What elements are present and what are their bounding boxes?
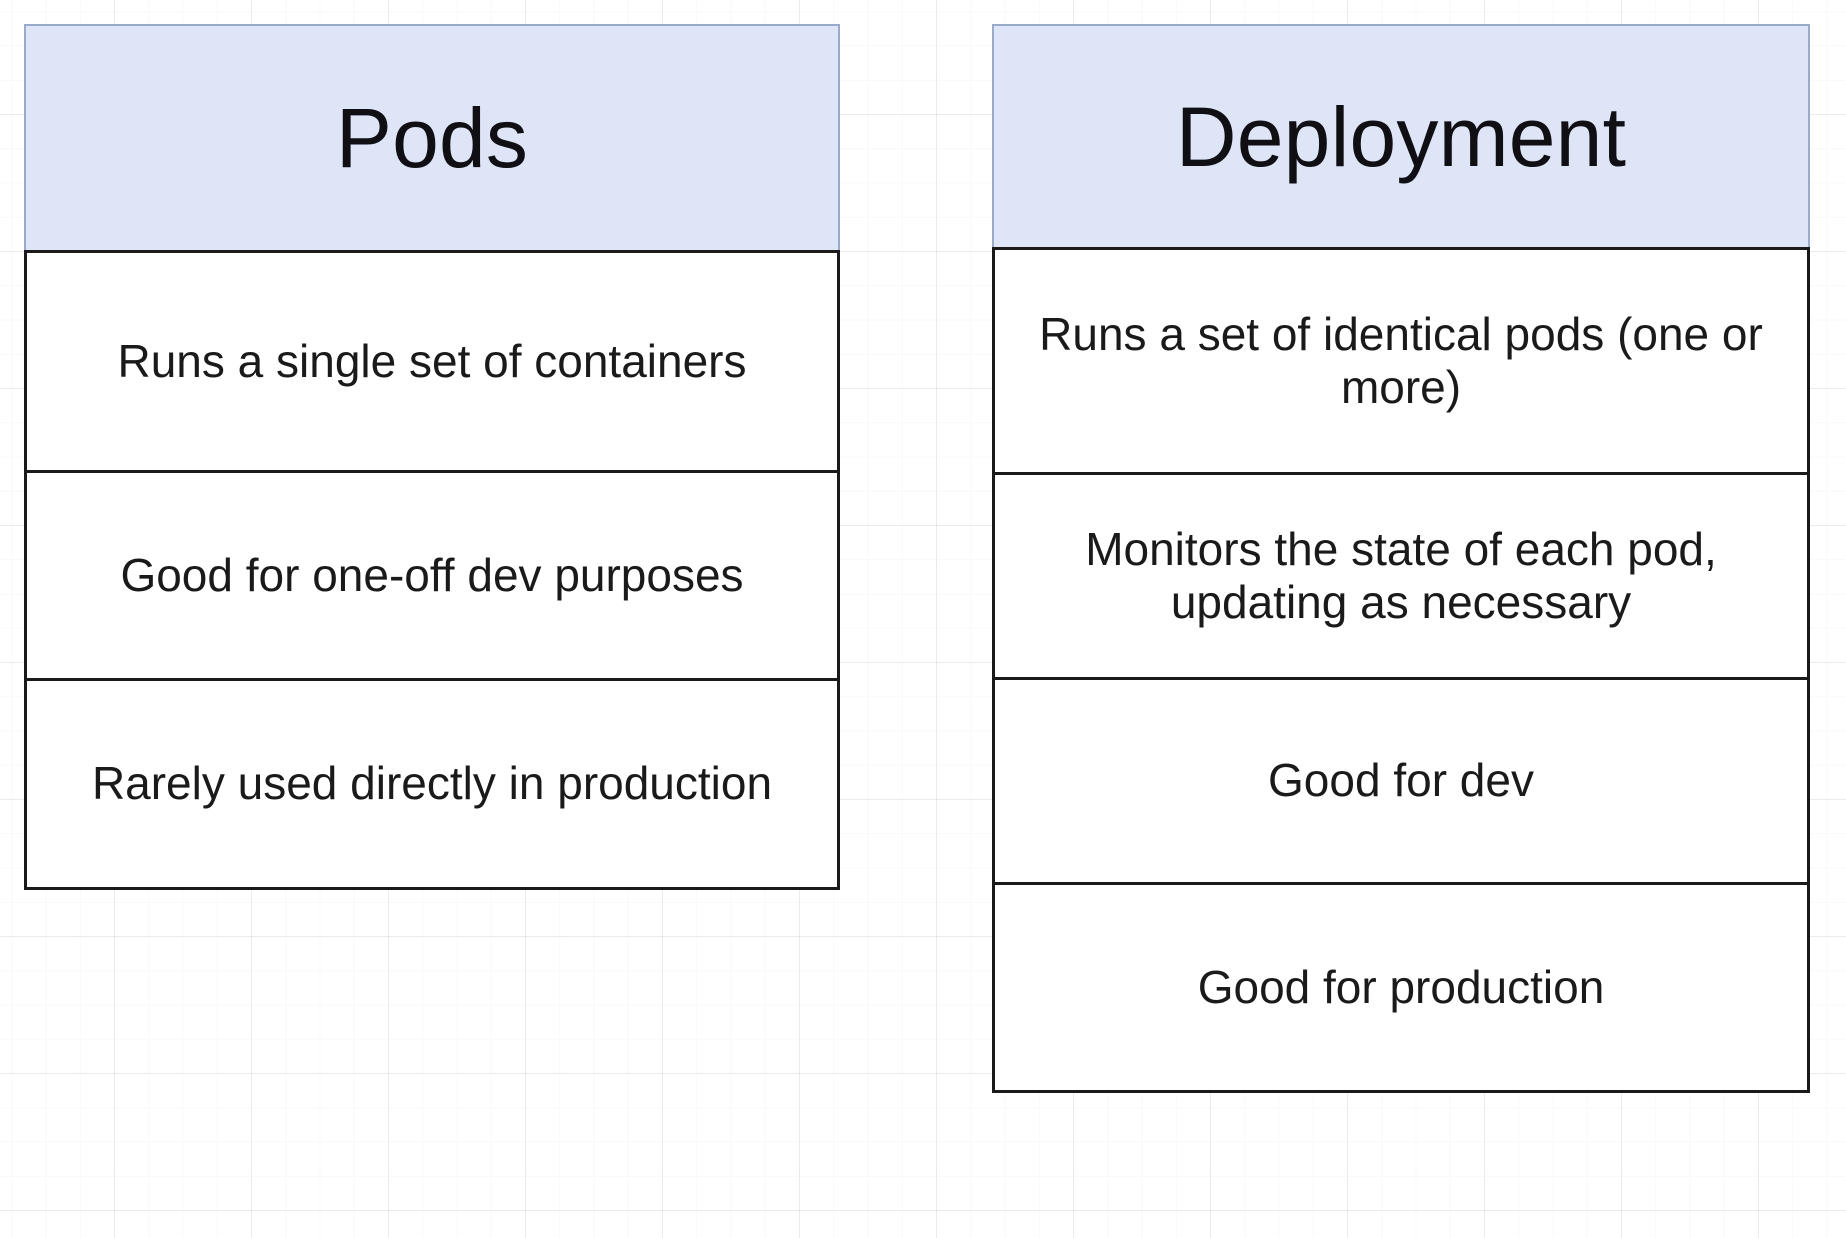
table-cell-text: Runs a set of identical pods (one or mor…: [1039, 307, 1763, 413]
table-cell-text: Runs a single set of containers: [117, 334, 747, 387]
table-row[interactable]: Good for one-off dev purposes: [24, 470, 840, 681]
table-cell-text: Good for one-off dev purposes: [120, 548, 744, 601]
table-header-deployment[interactable]: Deployment: [992, 24, 1810, 250]
table-row[interactable]: Runs a set of identical pods (one or mor…: [992, 247, 1810, 475]
table-row[interactable]: Good for production: [992, 882, 1810, 1093]
table-row[interactable]: Runs a single set of containers: [24, 250, 840, 473]
table-cell-text: Good for dev: [1268, 754, 1534, 807]
table-cell-text: Good for production: [1197, 960, 1605, 1013]
comparison-table-deployment[interactable]: Deployment Runs a set of identical pods …: [992, 24, 1810, 1093]
table-row[interactable]: Good for dev: [992, 677, 1810, 885]
table-row[interactable]: Monitors the state of each pod, updating…: [992, 472, 1810, 680]
table-cell-text: Rarely used directly in production: [91, 757, 773, 810]
table-header-pods[interactable]: Pods: [24, 24, 840, 253]
table-row[interactable]: Rarely used directly in production: [24, 678, 840, 890]
table-cell-text: Monitors the state of each pod, updating…: [1085, 522, 1717, 628]
comparison-table-pods[interactable]: Pods Runs a single set of containers Goo…: [24, 24, 840, 890]
